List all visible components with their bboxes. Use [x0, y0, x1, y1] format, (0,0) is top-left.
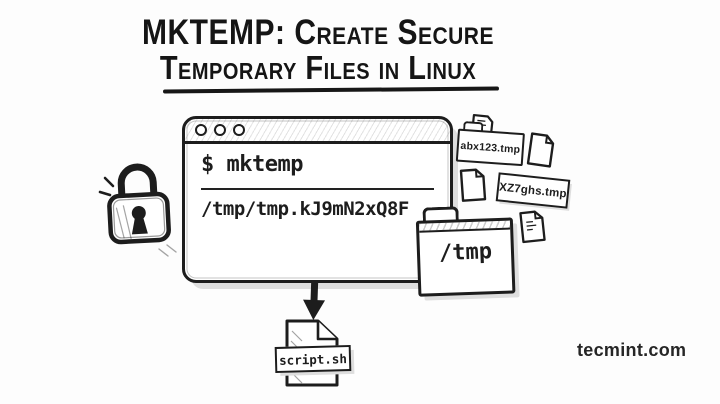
- down-arrow-icon: [303, 280, 326, 320]
- folder-body: abx123.tmp: [455, 128, 525, 167]
- window-button-icon: [233, 124, 245, 136]
- watermark: tecmint.com: [577, 340, 687, 360]
- lock-icon: [98, 163, 177, 257]
- terminal-command: $ mktemp: [201, 152, 303, 177]
- file-icon: [526, 132, 555, 168]
- terminal-titlebar: [185, 119, 450, 144]
- folder-strip: [418, 220, 511, 233]
- file-icon: [459, 168, 487, 202]
- window-button-icon: [195, 124, 207, 136]
- title-line-2: Temporary Files in Linux: [159, 49, 477, 87]
- title-line-1: MKTEMP: Create Secure: [142, 13, 494, 53]
- terminal-separator: [201, 188, 434, 190]
- file-icon: [519, 210, 546, 244]
- temp-file-name-2: XZ7ghs.tmp: [498, 180, 568, 201]
- temp-file-name-2-label: XZ7ghs.tmp: [495, 172, 571, 209]
- tmp-folder-icon: /tmp: [415, 204, 522, 302]
- folder-body: /tmp: [415, 217, 516, 297]
- terminal-output: /tmp/tmp.kJ9mN2xQ8F: [201, 198, 409, 220]
- temp-file-name-1: abx123.tmp: [460, 139, 521, 156]
- title-underline: [162, 86, 500, 94]
- script-file-label: script.sh: [278, 350, 348, 368]
- terminal-body: $ mktemp /tmp/tmp.kJ9mN2xQ8F: [185, 144, 450, 220]
- terminal-window: $ mktemp /tmp/tmp.kJ9mN2xQ8F: [182, 116, 453, 283]
- tmp-folder-label: /tmp: [438, 239, 493, 267]
- page-title: MKTEMP: Create Secure Temporary Files in…: [78, 15, 558, 87]
- temp-folder-icon: abx123.tmp: [455, 120, 529, 171]
- script-file-label-banner: script.sh: [274, 345, 352, 373]
- window-button-icon: [214, 124, 226, 136]
